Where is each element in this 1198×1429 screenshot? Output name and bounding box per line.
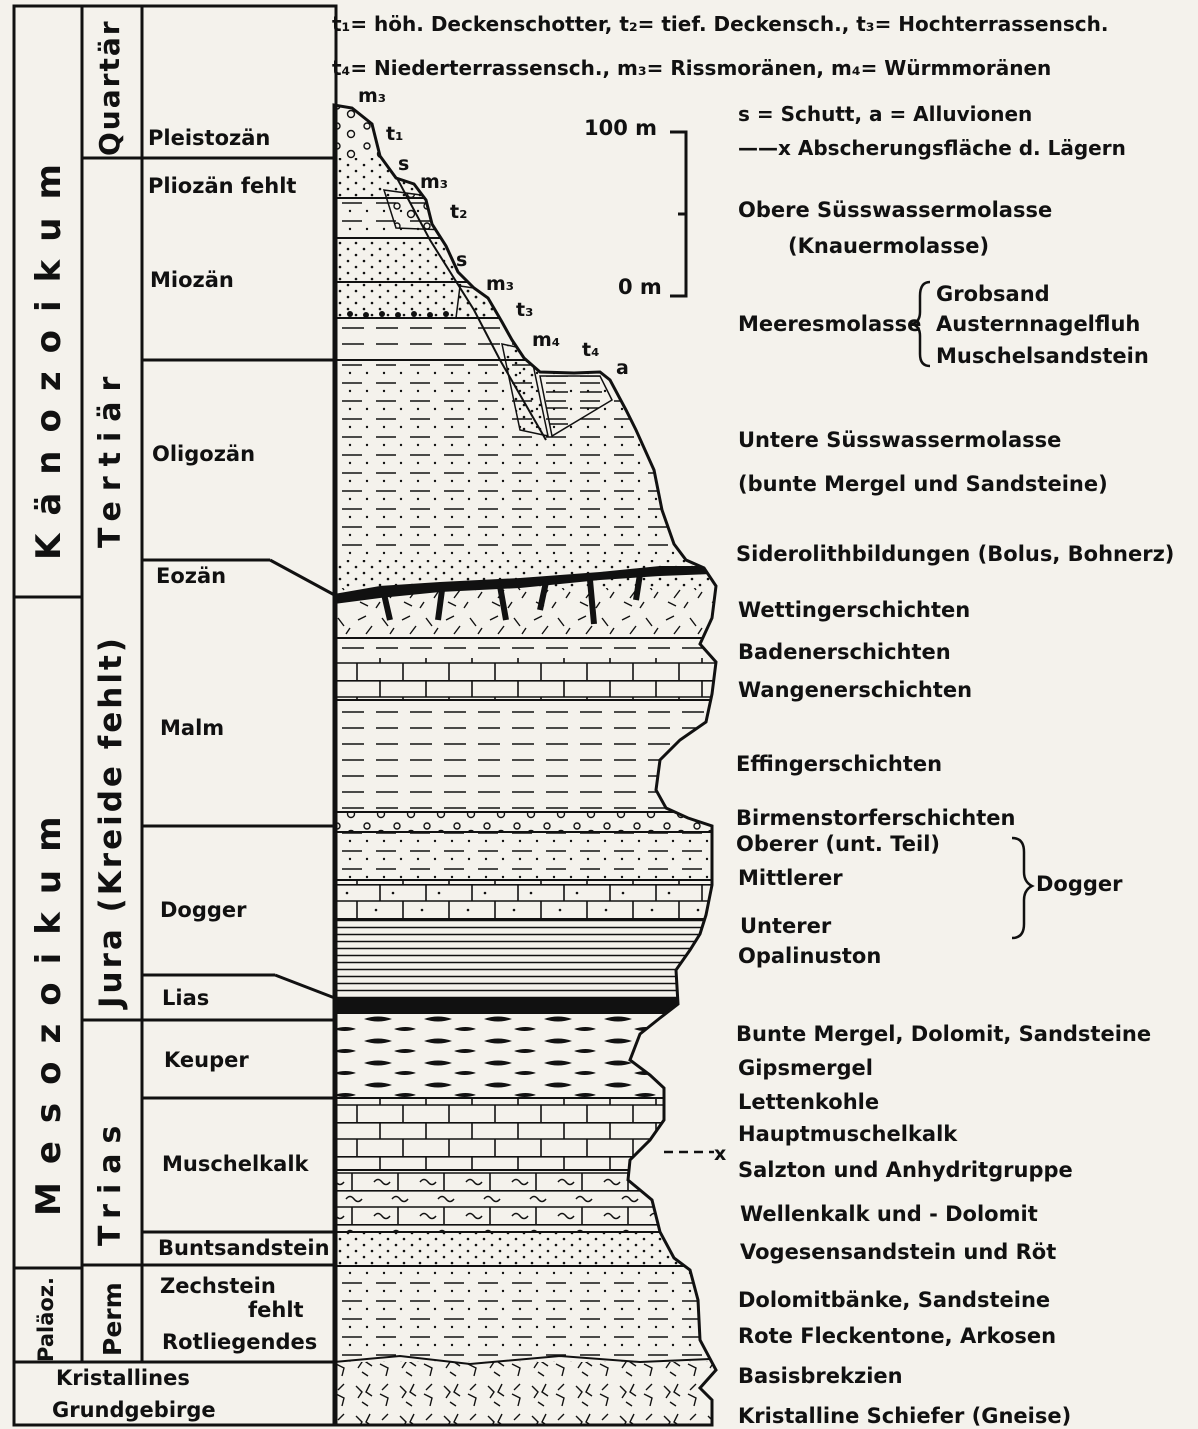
unit-birmenstorferschichten: Birmenstorferschichten: [736, 808, 1015, 829]
epoch-muschelkalk: Muschelkalk: [162, 1154, 309, 1175]
label-t2: t₂: [450, 201, 467, 223]
unit-bunte-mergel-dolomit: Bunte Mergel, Dolomit, Sandsteine: [736, 1024, 1151, 1045]
epoch-zechstein: Zechstein: [160, 1276, 276, 1297]
label-m4: m₄: [532, 329, 560, 351]
unit-dogger-oberer: Oberer (unt. Teil): [736, 834, 940, 855]
unit-basisbrekzien: Basisbrekzien: [738, 1366, 903, 1387]
unit-obere-suesswassermolasse: Obere Süsswassermolasse: [738, 200, 1052, 221]
unit-effingerschichten: Effingerschichten: [736, 754, 942, 775]
unit-siderolithbildungen: Siderolithbildungen (Bolus, Bohnerz): [736, 544, 1174, 565]
unit-dogger-bracket: Dogger: [1036, 874, 1123, 895]
label-t1: t₁: [386, 123, 403, 145]
label-m3c: m₃: [486, 273, 514, 295]
lithologic-column: [334, 100, 734, 1425]
scale-label-top: 100 m: [584, 118, 657, 139]
unit-knauermolasse: (Knauermolasse): [788, 236, 989, 257]
system-perm: Perm: [100, 1282, 125, 1356]
unit-dogger-mittlerer: Mittlerer: [738, 868, 843, 889]
unit-dogger-unterer: Unterer: [740, 916, 831, 937]
era-palaeozoikum: Paläoz.: [36, 1277, 57, 1362]
dogger-brace: [1012, 838, 1032, 938]
label-m3a: m₃: [358, 85, 386, 107]
unit-gipsmergel: Gipsmergel: [738, 1058, 873, 1079]
epoch-buntsandstein: Buntsandstein: [158, 1238, 330, 1259]
legend-line-1: t₁= höh. Deckenschotter, t₂= tief. Decke…: [332, 14, 1108, 34]
era-kaenozoikum: Känozoikum: [32, 146, 66, 560]
system-jura: Jura (Kreide fehlt): [96, 635, 127, 1008]
system-trias: Trias: [96, 1116, 126, 1246]
epoch-oligozaen: Oligozän: [152, 444, 255, 465]
unit-opalinuston: Opalinuston: [738, 946, 881, 967]
unit-muschelsandstein: Muschelsandstein: [936, 346, 1149, 367]
unit-wellenkalk: Wellenkalk und - Dolomit: [740, 1204, 1038, 1225]
unit-dolomitbaenke: Dolomitbänke, Sandsteine: [738, 1290, 1050, 1311]
unit-untere-suesswassermolasse: Untere Süsswassermolasse: [738, 430, 1061, 451]
label-s1: s: [398, 153, 409, 175]
epoch-eozaen: Eozän: [156, 566, 226, 587]
era-mesozoikum: Mesozoikum: [32, 798, 66, 1216]
epoch-dogger: Dogger: [160, 900, 247, 921]
system-tertiaer: Tertiär: [96, 367, 126, 548]
basement-label-1: Kristallines: [56, 1368, 190, 1389]
unit-hauptmuschelkalk: Hauptmuschelkalk: [738, 1124, 957, 1145]
basement-label-2: Grundgebirge: [52, 1400, 216, 1421]
legend-line-4: ——x Abscherungsfläche d. Lägern: [738, 138, 1126, 158]
label-t3: t₃: [516, 299, 533, 321]
epoch-lias: Lias: [162, 988, 209, 1009]
epoch-pleistozaen: Pleistozän: [148, 128, 270, 149]
epoch-keuper: Keuper: [164, 1050, 249, 1071]
unit-rote-fleckentone: Rote Fleckentone, Arkosen: [738, 1326, 1056, 1347]
epoch-pliozaen: Pliozän fehlt: [148, 176, 296, 197]
legend-line-3: s = Schutt, a = Alluvionen: [738, 104, 1032, 124]
label-x: x: [714, 1143, 726, 1165]
legend-line-2: t₄= Niederterrassensch., m₃= Rissmoränen…: [332, 58, 1051, 78]
label-t4: t₄: [582, 339, 599, 361]
unit-bunte-mergel-sandsteine: (bunte Mergel und Sandsteine): [738, 474, 1108, 495]
unit-grobsand: Grobsand: [936, 284, 1050, 305]
epoch-miozaen: Miozän: [150, 270, 234, 291]
unit-austernnagelfluh: Austernnagelfluh: [936, 314, 1140, 335]
epoch-rotliegendes: Rotliegendes: [162, 1332, 317, 1353]
unit-badenerschichten: Badenerschichten: [738, 642, 951, 663]
label-a: a: [616, 357, 629, 379]
unit-vogesensandstein: Vogesensandstein und Röt: [740, 1242, 1056, 1263]
unit-wangenerschichten: Wangenerschichten: [738, 680, 972, 701]
unit-salzton-anhydritgruppe: Salzton und Anhydritgruppe: [738, 1160, 1073, 1181]
scale-bar: [670, 132, 686, 296]
system-quartaer: Quartär: [96, 19, 124, 156]
unit-meeresmolasse: Meeresmolasse: [738, 314, 921, 335]
unit-wettingerschichten: Wettingerschichten: [738, 600, 970, 621]
unit-kristalline-schiefer: Kristalline Schiefer (Gneise): [738, 1406, 1071, 1427]
label-s2: s: [456, 249, 467, 271]
epoch-zechstein-fehlt: fehlt: [248, 1300, 304, 1321]
epoch-malm: Malm: [160, 718, 224, 739]
unit-lettenkohle: Lettenkohle: [738, 1092, 879, 1113]
scale-label-bottom: 0 m: [618, 277, 662, 298]
label-m3b: m₃: [420, 171, 448, 193]
